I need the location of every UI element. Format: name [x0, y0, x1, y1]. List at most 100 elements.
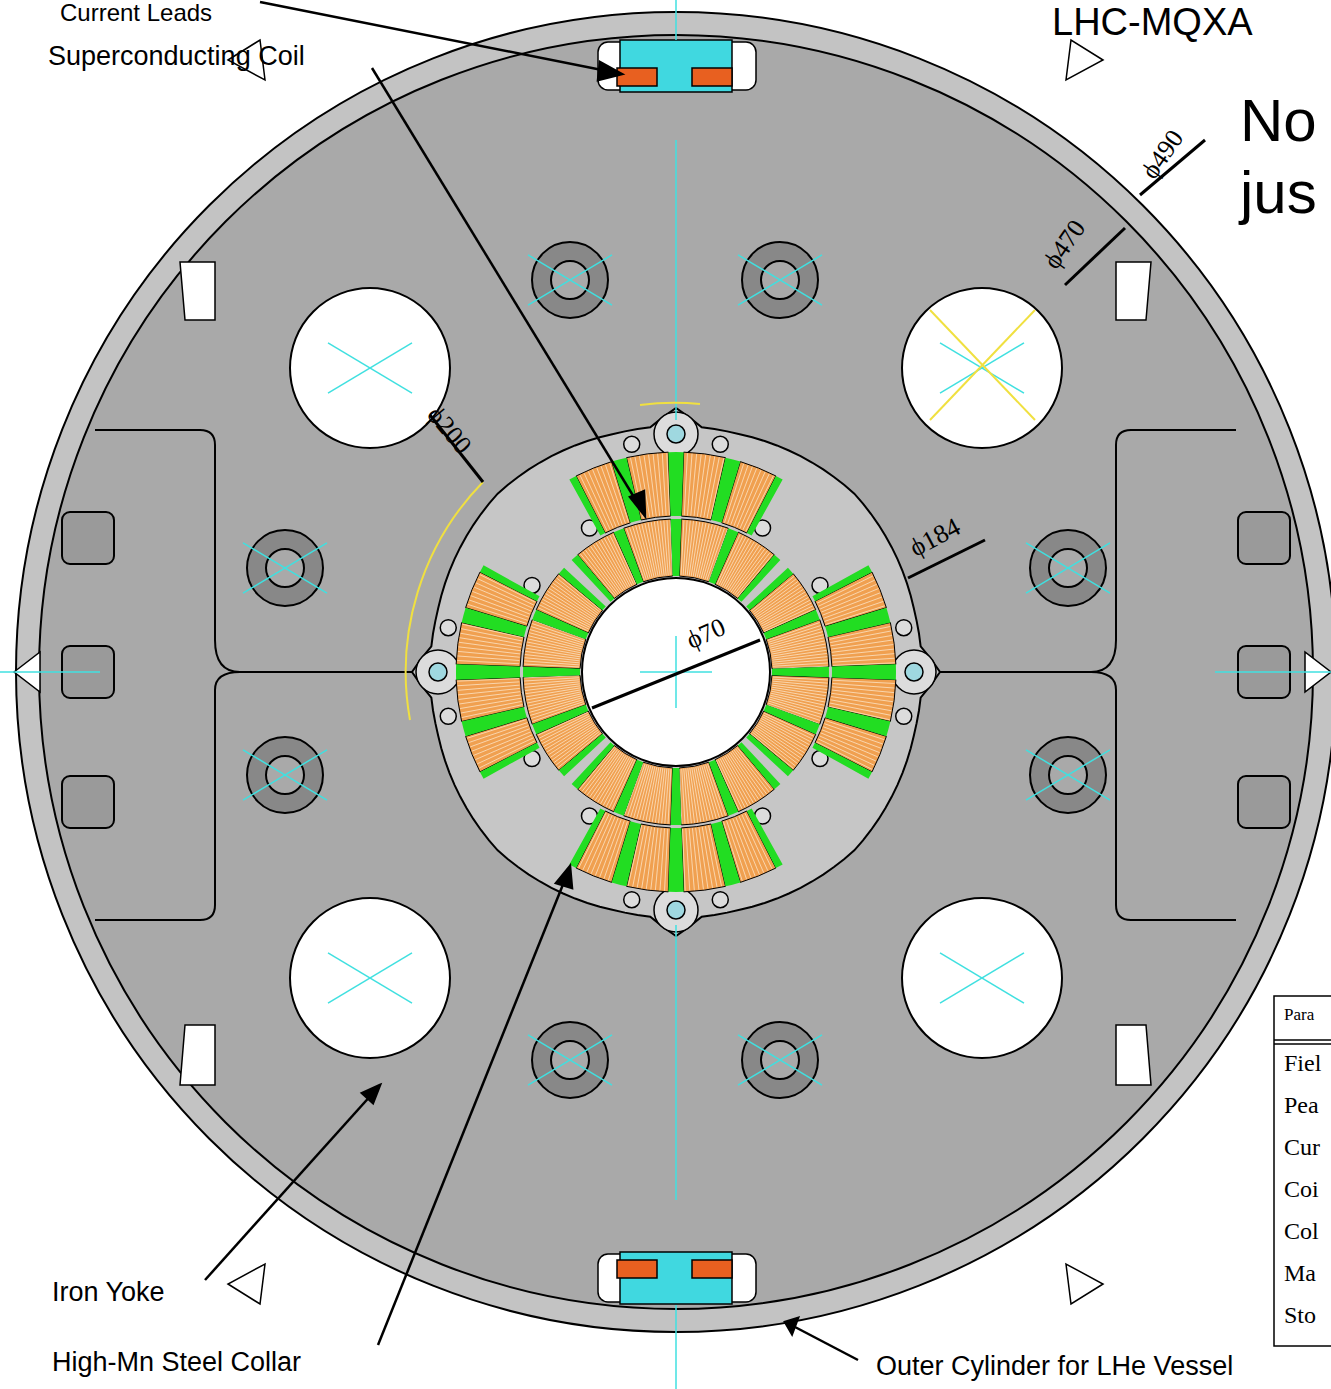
centre-mark	[940, 953, 1024, 1003]
coil-wedge	[738, 555, 781, 602]
centre-mark	[328, 953, 412, 1003]
collar-pin	[905, 663, 923, 681]
coil-turn	[832, 690, 894, 697]
coil-turn	[642, 524, 654, 578]
coil-turn	[665, 829, 668, 891]
collar-outline	[412, 408, 940, 936]
magnet-title: LHC-MQXA	[1052, 2, 1253, 44]
coil-turn	[667, 520, 670, 575]
note-text: jus	[1240, 160, 1317, 226]
centre-mark	[528, 1035, 612, 1085]
coil-turn	[832, 687, 894, 693]
coil-wedge	[825, 707, 890, 736]
coil-turn	[694, 767, 704, 821]
coil-turn	[832, 654, 894, 659]
coil-wedge	[832, 664, 896, 679]
coil-turn	[458, 685, 520, 690]
coil-turn	[699, 827, 708, 888]
centre-mark	[1026, 750, 1110, 800]
table-cell: Pea	[1284, 1092, 1319, 1118]
dimension-label: ϕ470	[1038, 215, 1092, 275]
centre-mark	[1026, 750, 1110, 800]
coil-wedge	[572, 555, 615, 602]
centre-mark	[940, 343, 1024, 393]
collar-key	[892, 650, 936, 694]
centre-mark	[328, 953, 412, 1003]
part-label: High-Mn Steel Collar	[52, 1348, 301, 1378]
coil-turn	[691, 454, 697, 516]
yoke-notches	[14, 40, 1331, 1304]
coil-turn	[459, 695, 520, 704]
coil-turn	[773, 681, 828, 686]
steel-collar	[412, 408, 940, 936]
coil-turn	[773, 663, 828, 666]
centre-mark	[243, 543, 327, 593]
collar-hole	[896, 620, 912, 636]
table-cell: Sto	[1284, 1302, 1316, 1328]
coil-wedge	[668, 452, 683, 516]
coil-wedge	[772, 667, 829, 678]
coil-turn	[458, 651, 520, 657]
coil-turn	[525, 658, 580, 663]
centre-mark	[243, 543, 327, 593]
coil-turn	[661, 521, 667, 576]
coil-wedge	[738, 742, 781, 789]
centre-mark	[243, 750, 327, 800]
coil-turn	[689, 828, 694, 890]
coil-wedge	[532, 705, 588, 734]
coil-turn	[697, 455, 705, 516]
coil-turn	[459, 642, 520, 650]
table-cell: Fiel	[1284, 1050, 1321, 1076]
coil-wedge	[812, 565, 872, 601]
coil-turn	[773, 657, 828, 663]
part-label: Outer Cylinder for LHe Vessel	[876, 1352, 1233, 1382]
coil-wedge	[559, 734, 606, 777]
coil-turn	[645, 523, 656, 577]
coil-turn	[646, 828, 654, 889]
iron-yoke	[39, 35, 1313, 1309]
table-cell: Coi	[1284, 1176, 1319, 1202]
dimension-label: ϕ70	[682, 613, 730, 655]
coil-turn	[696, 828, 704, 890]
dimension-label: ϕ490	[1136, 125, 1190, 185]
collar-hole	[712, 892, 728, 908]
table-cell: Ma	[1284, 1260, 1316, 1286]
centre-mark	[328, 343, 412, 393]
coil-wedge	[764, 705, 820, 734]
collar-hole	[440, 620, 456, 636]
parameter-table	[1274, 996, 1331, 1346]
coil-turn	[646, 767, 657, 821]
table-cell: Cur	[1284, 1134, 1320, 1160]
coil-wedge	[747, 808, 783, 868]
centre-mark	[243, 750, 327, 800]
coil-turn	[458, 647, 520, 654]
coil-wedge	[614, 760, 643, 816]
coil-wedge	[764, 610, 820, 639]
coil-turn	[528, 694, 582, 706]
coil-wedge	[812, 743, 872, 779]
centre-marks	[243, 255, 1110, 1085]
collar-pin	[429, 663, 447, 681]
coil-turn	[833, 680, 895, 683]
superconducting-coil	[456, 452, 896, 892]
part-label: Current Leads	[60, 0, 212, 26]
coil-turn	[686, 829, 690, 891]
centre-mark	[528, 1035, 612, 1085]
centre-mark	[328, 343, 412, 393]
coil-turn	[527, 692, 581, 703]
beam-bore	[582, 578, 770, 766]
collar-hole	[896, 708, 912, 724]
coil-turn	[524, 678, 579, 681]
coil-turn	[773, 679, 828, 683]
part-label: Iron Yoke	[52, 1278, 165, 1308]
coil-wedge	[711, 458, 740, 523]
coil-turn	[771, 641, 825, 652]
centre-mark	[940, 343, 1024, 393]
coil-turn	[524, 661, 579, 665]
coil-turn	[665, 769, 669, 824]
coil-turn	[685, 521, 690, 576]
coil-turn	[651, 828, 658, 890]
coil-turn	[696, 767, 707, 821]
coil-wedge	[825, 608, 890, 637]
